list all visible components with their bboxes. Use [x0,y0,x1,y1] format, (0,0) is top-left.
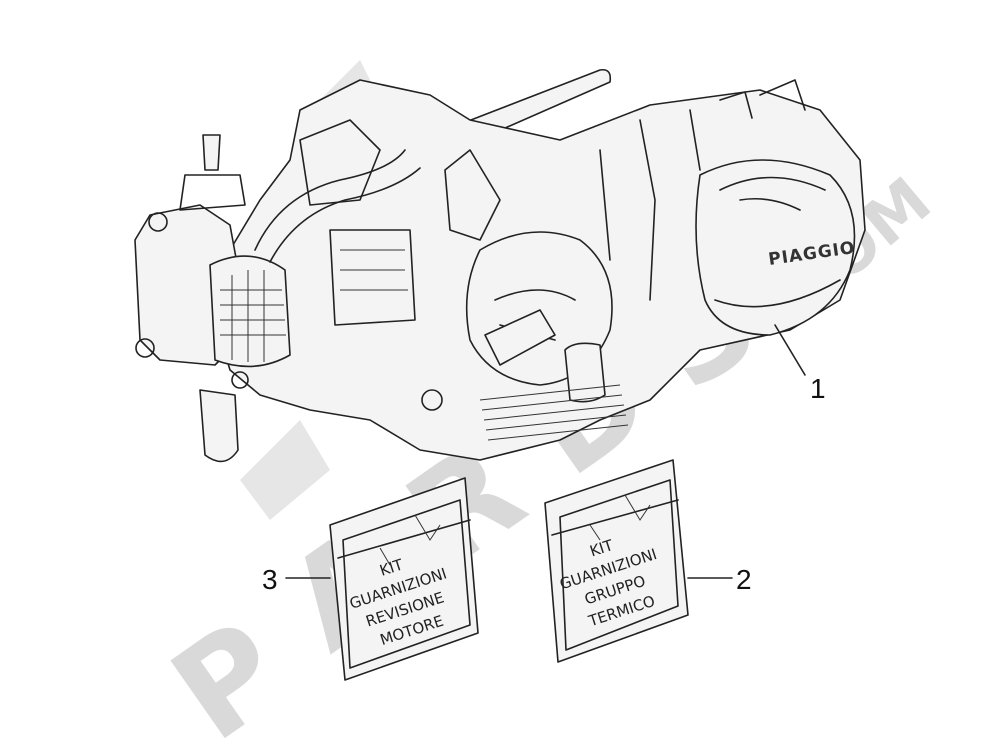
watermark-letter: P [146,591,311,750]
watermark-swoosh-bottom [240,420,330,520]
callout-number-3: 3 [262,564,278,595]
outlet-spigot [564,342,606,403]
transmission-cover [695,159,856,336]
filter-housing [209,255,291,368]
engine-assembly: PIAGGIO [134,68,866,463]
leader-lines [285,324,806,579]
lower-pipe [199,389,239,463]
inlet-duct [484,309,556,366]
gasket-kit-bag-3: KIT GUARNIZIONI REVISIONE MOTORE [329,477,479,681]
callout-number-2: 2 [736,564,752,595]
fitting [202,134,221,171]
gasket-kit-bag-2: KIT GUARNIZIONI GRUPPO TERMICO [544,459,689,663]
callout-number-1: 1 [810,373,826,404]
leader-line-1 [774,324,806,376]
